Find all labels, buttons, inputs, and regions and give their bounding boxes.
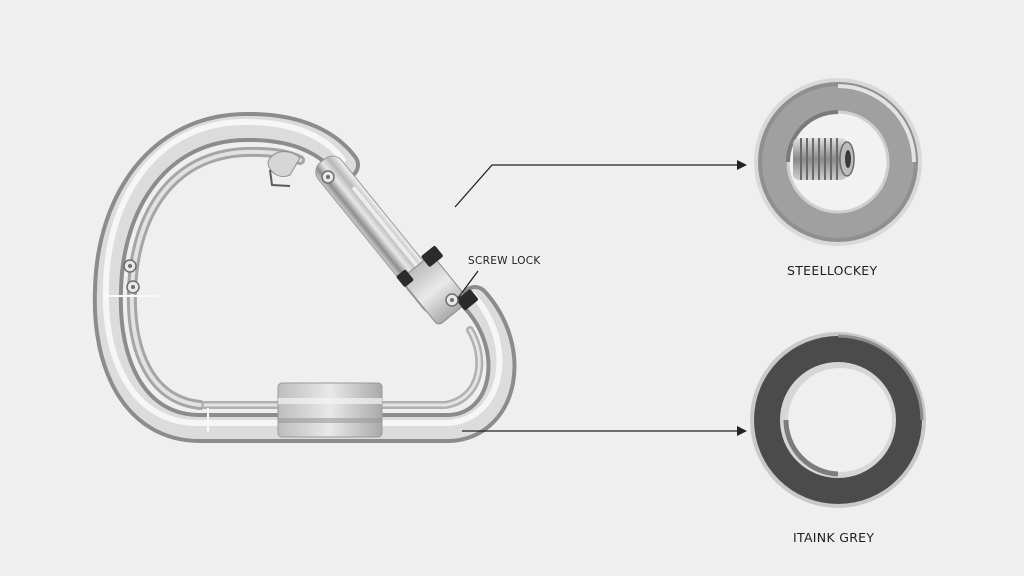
callout-label-itaink-grey: ITAINK GREY (793, 530, 875, 545)
steellockey-ring (754, 78, 922, 246)
bottom-lock-collar (277, 382, 383, 438)
callout-label-screw-lock: SCREW LOCK (468, 255, 541, 267)
rivet-icon (123, 170, 459, 307)
screw-lock-sleeve (396, 245, 478, 325)
carabiner-illustration (92, 111, 517, 443)
leader-line-screw-lock (457, 270, 479, 299)
threaded-screw-insert (793, 138, 855, 180)
callout-label-steellockey: STEELLOCKEY (787, 263, 878, 278)
leader-line-steellockey (454, 160, 747, 208)
itaink-grey-ring (750, 332, 926, 508)
leader-lines (454, 160, 747, 436)
